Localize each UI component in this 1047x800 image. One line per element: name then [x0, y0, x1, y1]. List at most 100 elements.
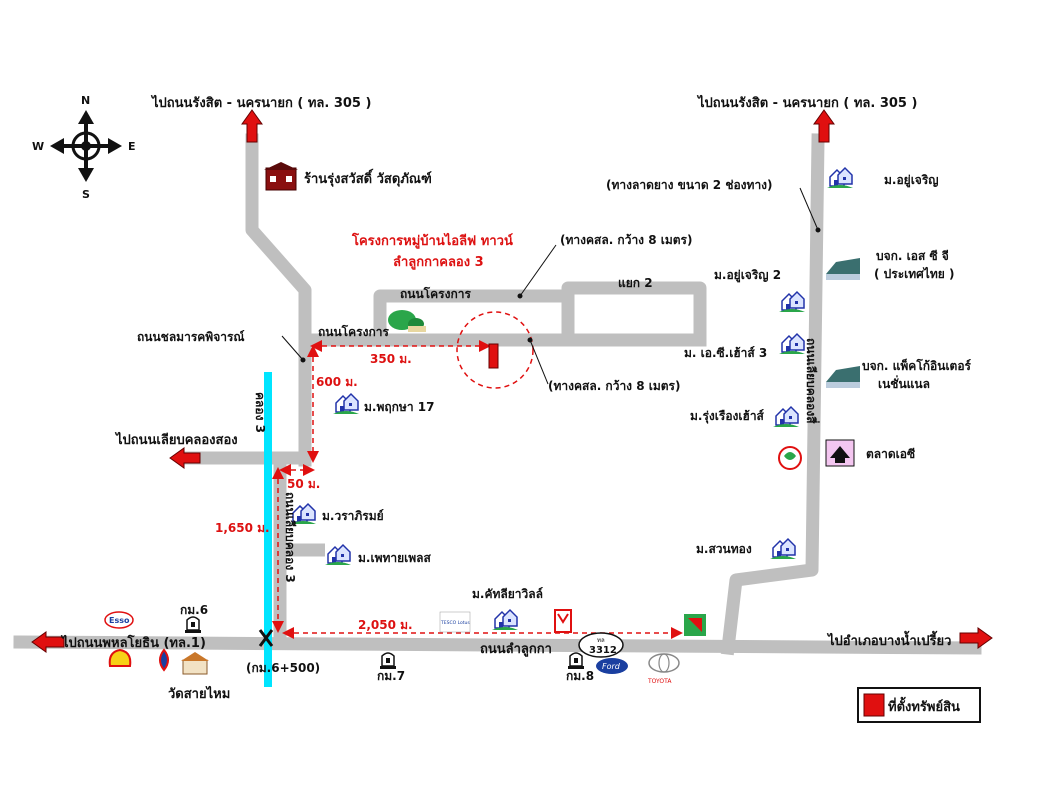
- store-logo-icon: [684, 614, 706, 636]
- asphalt-label: (ทางลาดยาง ขนาด 2 ช่องทาง): [606, 178, 773, 192]
- house-icon: [332, 391, 360, 415]
- km7-label: กม.7: [377, 669, 405, 683]
- right-road-label: ถนนเลียบคลองสี่: [804, 338, 820, 424]
- legend: ที่ตั้งทรัพย์สิน: [857, 687, 981, 723]
- chonmarn-road-label: ถนนชลมารคพิจารณ์: [137, 330, 245, 344]
- trees-icon: [388, 310, 426, 332]
- property-marker: [488, 343, 499, 369]
- svg-text:3312: 3312: [589, 645, 617, 656]
- arrow-west-lamlukka: [31, 631, 65, 653]
- esso-logo: Esso: [104, 611, 134, 629]
- to-rangsit-right-label: ไปถนนรังสิต - นครนายก ( ทล. 305 ): [696, 94, 917, 111]
- to-phahonyothin-label: ไปถนนพหลโยธิน (ทล.1): [60, 634, 206, 651]
- wat-saimai-label: วัดสายไหม: [168, 685, 230, 702]
- svg-text:TESCO Lotus: TESCO Lotus: [440, 620, 470, 626]
- khlong3-label: คลอง 3: [253, 392, 267, 433]
- project-road-label-2: ถนนโครงการ: [318, 324, 389, 339]
- ptt-logo-icon: [159, 648, 169, 672]
- arrow-north-left: [241, 109, 263, 143]
- svg-text:Esso: Esso: [109, 616, 130, 625]
- house-icon: [778, 331, 806, 355]
- warapirom-label: ม.วราภิรมย์: [322, 509, 384, 523]
- compass-arrow-e: [108, 138, 122, 154]
- sc-house3-label: ม. เอ.ซี.เฮ้าส์ 3: [684, 346, 767, 360]
- phruksa17-label: ม.พฤกษา 17: [364, 400, 434, 414]
- route-3312-badge: ทล 3312: [578, 632, 624, 658]
- compass-arrow-w: [50, 138, 64, 154]
- roads: [13, 133, 982, 656]
- km-post-icon: [567, 652, 585, 670]
- lamlukka-road-label: ถนนลำลูกกา: [480, 641, 552, 657]
- leader-asphalt: [799, 187, 819, 231]
- compass-e-label: E: [128, 140, 136, 153]
- dist-600-label: 600 ม.: [316, 375, 358, 389]
- temple-icon: [181, 652, 209, 675]
- house-icon: [772, 404, 800, 428]
- talad-asia-label: ตลาดเอซี: [866, 447, 915, 461]
- distance-lines: [272, 340, 683, 639]
- svg-text:Ford: Ford: [602, 662, 621, 671]
- warehouse-icon: [826, 258, 860, 280]
- property-highlight-circle: [456, 311, 534, 389]
- rungrueng-label: ม.รุ่งเรืองเฮ้าส์: [690, 409, 765, 424]
- road-left-north: [245, 133, 312, 467]
- to-bang-nam-priao-label: ไปอำเภอบางน้ำเปรี้ยว: [826, 630, 951, 649]
- leader-chonmarn: [281, 335, 304, 361]
- dist-1650-label: 1,650 ม.: [215, 521, 270, 535]
- project-road-label-1: ถนนโครงการ: [400, 286, 471, 301]
- to-liap-khlong2-label: ไปถนนเลียบคลองสอง: [114, 431, 238, 448]
- dist-2050-label: 2,050 ม.: [358, 618, 413, 632]
- svg-text:TOYOTA: TOYOTA: [647, 678, 672, 685]
- market-icon: [825, 439, 855, 467]
- km8-label: กม.8: [566, 669, 594, 683]
- kathaliya-label: ม.คัทลียาวิลล์: [472, 587, 543, 601]
- intersection-icon: [258, 629, 274, 647]
- compass-rose: N S E W: [32, 94, 136, 201]
- arrow-east-lamlukka: [959, 627, 993, 649]
- junction2-label: แยก 2: [618, 276, 653, 290]
- suanthong-label: ม.สวนทอง: [696, 542, 752, 556]
- road-lamlukka: [13, 635, 982, 655]
- dist-350-label: 350 ม.: [370, 352, 412, 366]
- compass-n-label: N: [81, 94, 90, 107]
- road-right: [720, 133, 825, 656]
- km6-label: กม.6: [180, 603, 208, 617]
- shop-sign-icon: [554, 609, 572, 633]
- compass-arrow-s: [78, 168, 94, 182]
- canal-khlong3: [264, 372, 272, 687]
- project-name-label: โครงการหมู่บ้านไอลีฟ ทาวน์: [351, 232, 513, 249]
- yoocharoen2-label: ม.อยู่เจริญ 2: [714, 268, 781, 283]
- compass-s-label: S: [82, 188, 90, 201]
- shop-label: ร้านรุ่งสวัสดิ์ วัสดุภัณฑ์: [304, 168, 432, 187]
- concrete-bottom-label: (ทางคสล. กว้าง 8 เมตร): [548, 379, 680, 393]
- arrow-west-liap: [169, 447, 201, 469]
- concrete-top-label: (ทางคสล. กว้าง 8 เมตร): [560, 233, 692, 247]
- house-icon: [324, 542, 352, 566]
- pack-company-label-1: บจก. แพ็คโก้อินเตอร์: [862, 358, 972, 373]
- svg-text:ทล: ทล: [597, 637, 605, 644]
- km6-500-label: (กม.6+500): [246, 661, 320, 675]
- tesco-logo: TESCO Lotus: [439, 611, 470, 633]
- toyota-logo: TOYOTA: [647, 653, 680, 685]
- pack-company-label-2: เนชั่นแนล: [878, 375, 930, 391]
- yoocharoen-label: ม.อยู่เจริญ: [884, 173, 939, 188]
- phethai-label: ม.เพทายเพลส: [358, 551, 432, 565]
- shell-logo-icon: [108, 648, 132, 667]
- house-icon: [491, 607, 519, 631]
- km-post-icon: [184, 616, 202, 634]
- compass-arrow-n: [78, 110, 94, 124]
- house-icon: [778, 289, 806, 313]
- km-post-icon: [379, 652, 397, 670]
- house-icon: [826, 165, 854, 189]
- legend-marker: [863, 693, 885, 717]
- to-rangsit-left-label: ไปถนนรังสิต - นครนายก ( ทล. 305 ): [150, 94, 371, 111]
- shop-icon: [264, 162, 298, 191]
- house-icon: [769, 536, 797, 560]
- project-sub-label: ลำลูกกาคลอง 3: [393, 254, 484, 270]
- sg-company-label-1: บจก. เอส ซี จี: [876, 249, 949, 263]
- leader-concrete-bottom: [529, 339, 549, 385]
- logo-icon: [778, 446, 802, 470]
- sg-company-label-2: ( ประเทศไทย ): [874, 266, 954, 281]
- legend-label: ที่ตั้งทรัพย์สิน: [888, 696, 960, 715]
